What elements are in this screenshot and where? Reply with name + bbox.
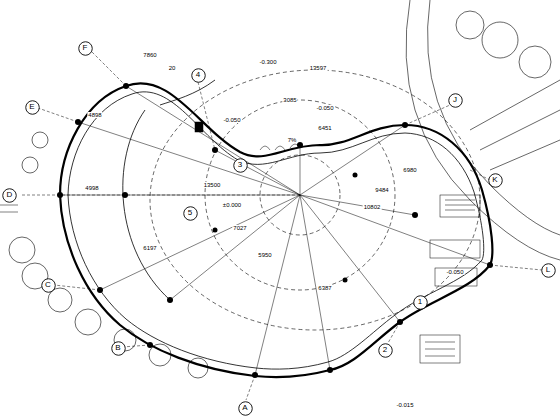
grid-bubble: 1	[413, 295, 428, 310]
grid-label: E	[29, 103, 34, 111]
grid-bubble: 5	[183, 206, 198, 221]
dimension-text: 6980	[402, 167, 417, 173]
dimension-text: 3085	[282, 97, 297, 103]
grid-label: K	[492, 176, 497, 184]
grid-label: 3	[238, 161, 242, 169]
dimension-text: -0.050	[222, 117, 241, 123]
grid-bubble: F	[78, 41, 93, 56]
grid-label: 1	[418, 298, 422, 306]
dimension-text: -0.015	[395, 402, 414, 408]
grid-label: F	[83, 44, 88, 52]
dimension-text: 6451	[317, 125, 332, 131]
dimension-text: 7%	[287, 137, 298, 143]
dimension-text: ±0.000	[222, 202, 242, 208]
dimension-text: 9484	[374, 187, 389, 193]
grid-label: D	[7, 191, 13, 199]
dimension-text: -0.300	[258, 59, 277, 65]
dimension-text: 6197	[142, 245, 157, 251]
grid-bubble: C	[41, 278, 56, 293]
dimension-text: 4898	[87, 112, 102, 118]
dimension-text: -0.050	[445, 269, 464, 275]
dimension-text: 13597	[309, 65, 328, 71]
grid-bubble: 2	[378, 343, 393, 358]
grid-bubble: 3	[233, 158, 248, 173]
dimension-text: 10802	[363, 204, 382, 210]
grid-label: 4	[196, 71, 200, 79]
grid-label: 5	[188, 209, 192, 217]
dimension-text: 4998	[84, 185, 99, 191]
grid-bubble: K	[488, 173, 503, 188]
dimension-text: 7860	[142, 52, 157, 58]
dimension-text: 20	[168, 65, 177, 71]
grid-bubble: 4	[191, 68, 206, 83]
grid-bubble: L	[541, 263, 556, 278]
dimension-text: 5950	[257, 252, 272, 258]
grid-label: A	[242, 404, 247, 412]
grid-label: 2	[383, 346, 387, 354]
dimension-text: 13500	[203, 182, 222, 188]
dimension-text: 6387	[317, 285, 332, 291]
grid-label: C	[45, 281, 51, 289]
grid-bubble: B	[111, 341, 126, 356]
grid-bubble: E	[25, 100, 40, 115]
grid-label: L	[546, 266, 550, 274]
grid-label: J	[453, 96, 457, 104]
grid-bubble: J	[448, 93, 463, 108]
dimension-text: 7027	[232, 225, 247, 231]
grid-label: B	[115, 344, 120, 352]
dimension-text: -0.050	[315, 105, 334, 111]
grid-bubble: A	[238, 401, 253, 416]
grid-bubble: D	[2, 188, 17, 203]
